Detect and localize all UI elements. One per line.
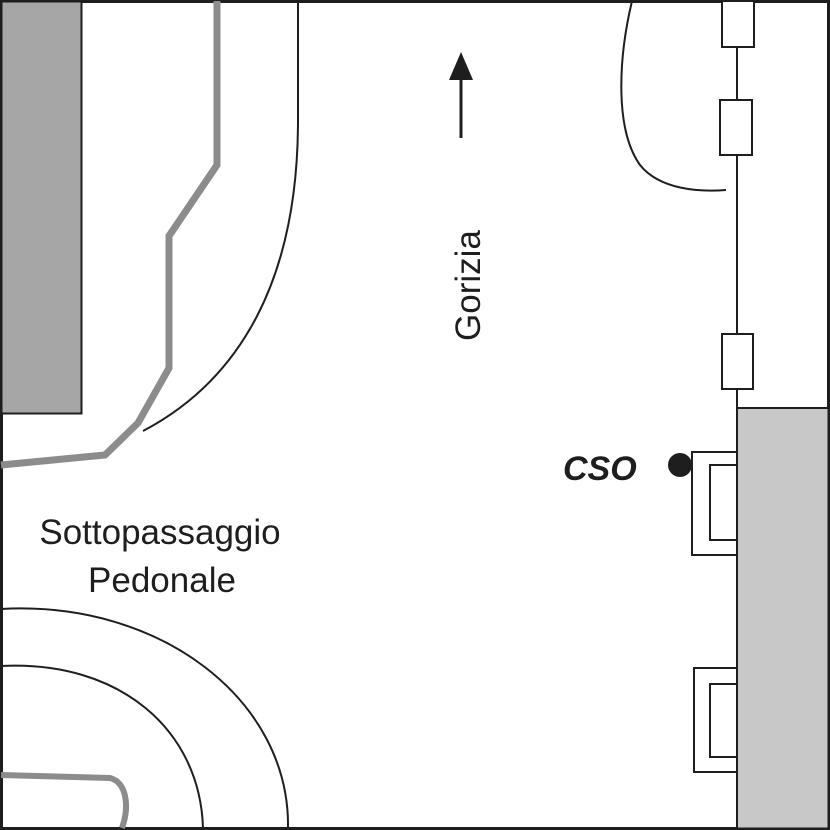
direction-label: Gorizia [449, 230, 488, 341]
building-right [736, 407, 830, 830]
bollard-box-3 [721, 333, 754, 390]
walkway-path [0, 1, 221, 469]
entrance-lower [693, 667, 738, 773]
bollard-box-2 [719, 99, 753, 156]
entrance-upper [691, 451, 738, 556]
roundabout-inner-arc [0, 664, 204, 829]
north-arrow-icon [449, 52, 473, 138]
road-curve-left [142, 1, 299, 432]
dot-marker-icon [668, 453, 692, 477]
bollard-box-1 [721, 0, 755, 48]
building-left [0, 0, 83, 415]
area-label-line2: Pedonale [88, 561, 236, 600]
area-label-line1: Sottopassaggio [39, 513, 280, 552]
road-curve-right [620, 0, 727, 192]
roundabout-outer-arc [0, 607, 290, 829]
point-label: CSO [563, 450, 637, 488]
walkway-path-bottom [0, 772, 129, 829]
